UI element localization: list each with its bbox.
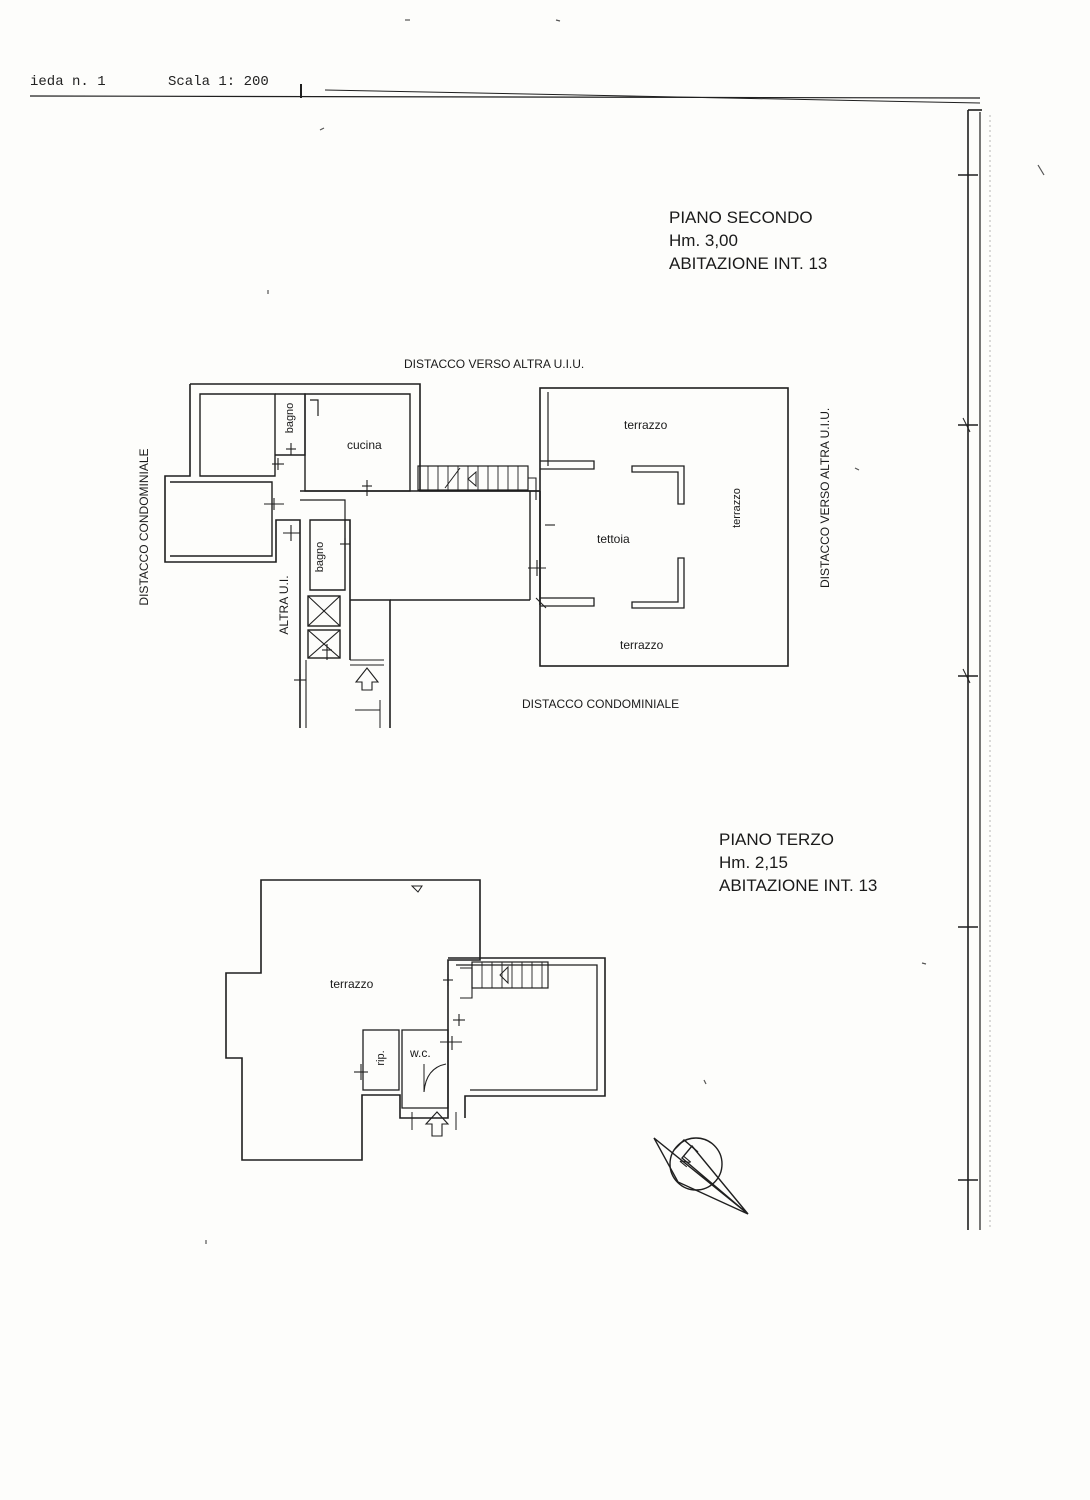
sheet-number: ieda n. 1 (30, 74, 106, 90)
scale-label: Scala 1: 200 (168, 74, 269, 90)
room-rip: rip. (375, 1050, 387, 1066)
floor-2-title: PIANO SECONDO (669, 208, 813, 227)
floor-3-title-block: PIANO TERZO Hm. 2,15 ABITAZIONE INT. 13 (719, 828, 877, 897)
room-terrazzo-top: terrazzo (624, 418, 668, 432)
room-bagno-top: bagno (284, 402, 296, 434)
plan-floor-2 (164, 383, 789, 728)
room-wc: w.c. (410, 1046, 431, 1060)
room-terrazzo-bottom: terrazzo (620, 638, 664, 652)
room-cucina: cucina (347, 438, 382, 452)
floor-2-unit: ABITAZIONE INT. 13 (669, 254, 828, 273)
floor-3-title: PIANO TERZO (719, 830, 834, 849)
floor-3-height: Hm. 2,15 (719, 853, 788, 872)
sheet-frame (29, 84, 991, 1230)
north-arrow-icon: N (652, 1130, 752, 1220)
room-terrazzo-right: terrazzo (731, 488, 743, 528)
label-distacco-top: DISTACCO VERSO ALTRA U.I.U. (404, 357, 585, 371)
floor-3-unit: ABITAZIONE INT. 13 (719, 876, 878, 895)
room-terrazzo-floor-3: terrazzo (330, 977, 374, 991)
label-altra-ui: ALTRA U.I. (277, 575, 291, 635)
scan-noise (205, 19, 1045, 1244)
plan-floor-3 (225, 879, 606, 1161)
label-distacco-left: DISTACCO CONDOMINIALE (137, 448, 151, 606)
room-bagno-mid: bagno (314, 541, 326, 573)
floor-2-height: Hm. 3,00 (669, 231, 738, 250)
room-tettoia: tettoia (597, 532, 630, 546)
floor-2-title-block: PIANO SECONDO Hm. 3,00 ABITAZIONE INT. 1… (669, 206, 827, 275)
label-distacco-bottom: DISTACCO CONDOMINIALE (522, 697, 680, 711)
label-distacco-right: DISTACCO VERSO ALTRA U.I.U. (818, 407, 832, 588)
